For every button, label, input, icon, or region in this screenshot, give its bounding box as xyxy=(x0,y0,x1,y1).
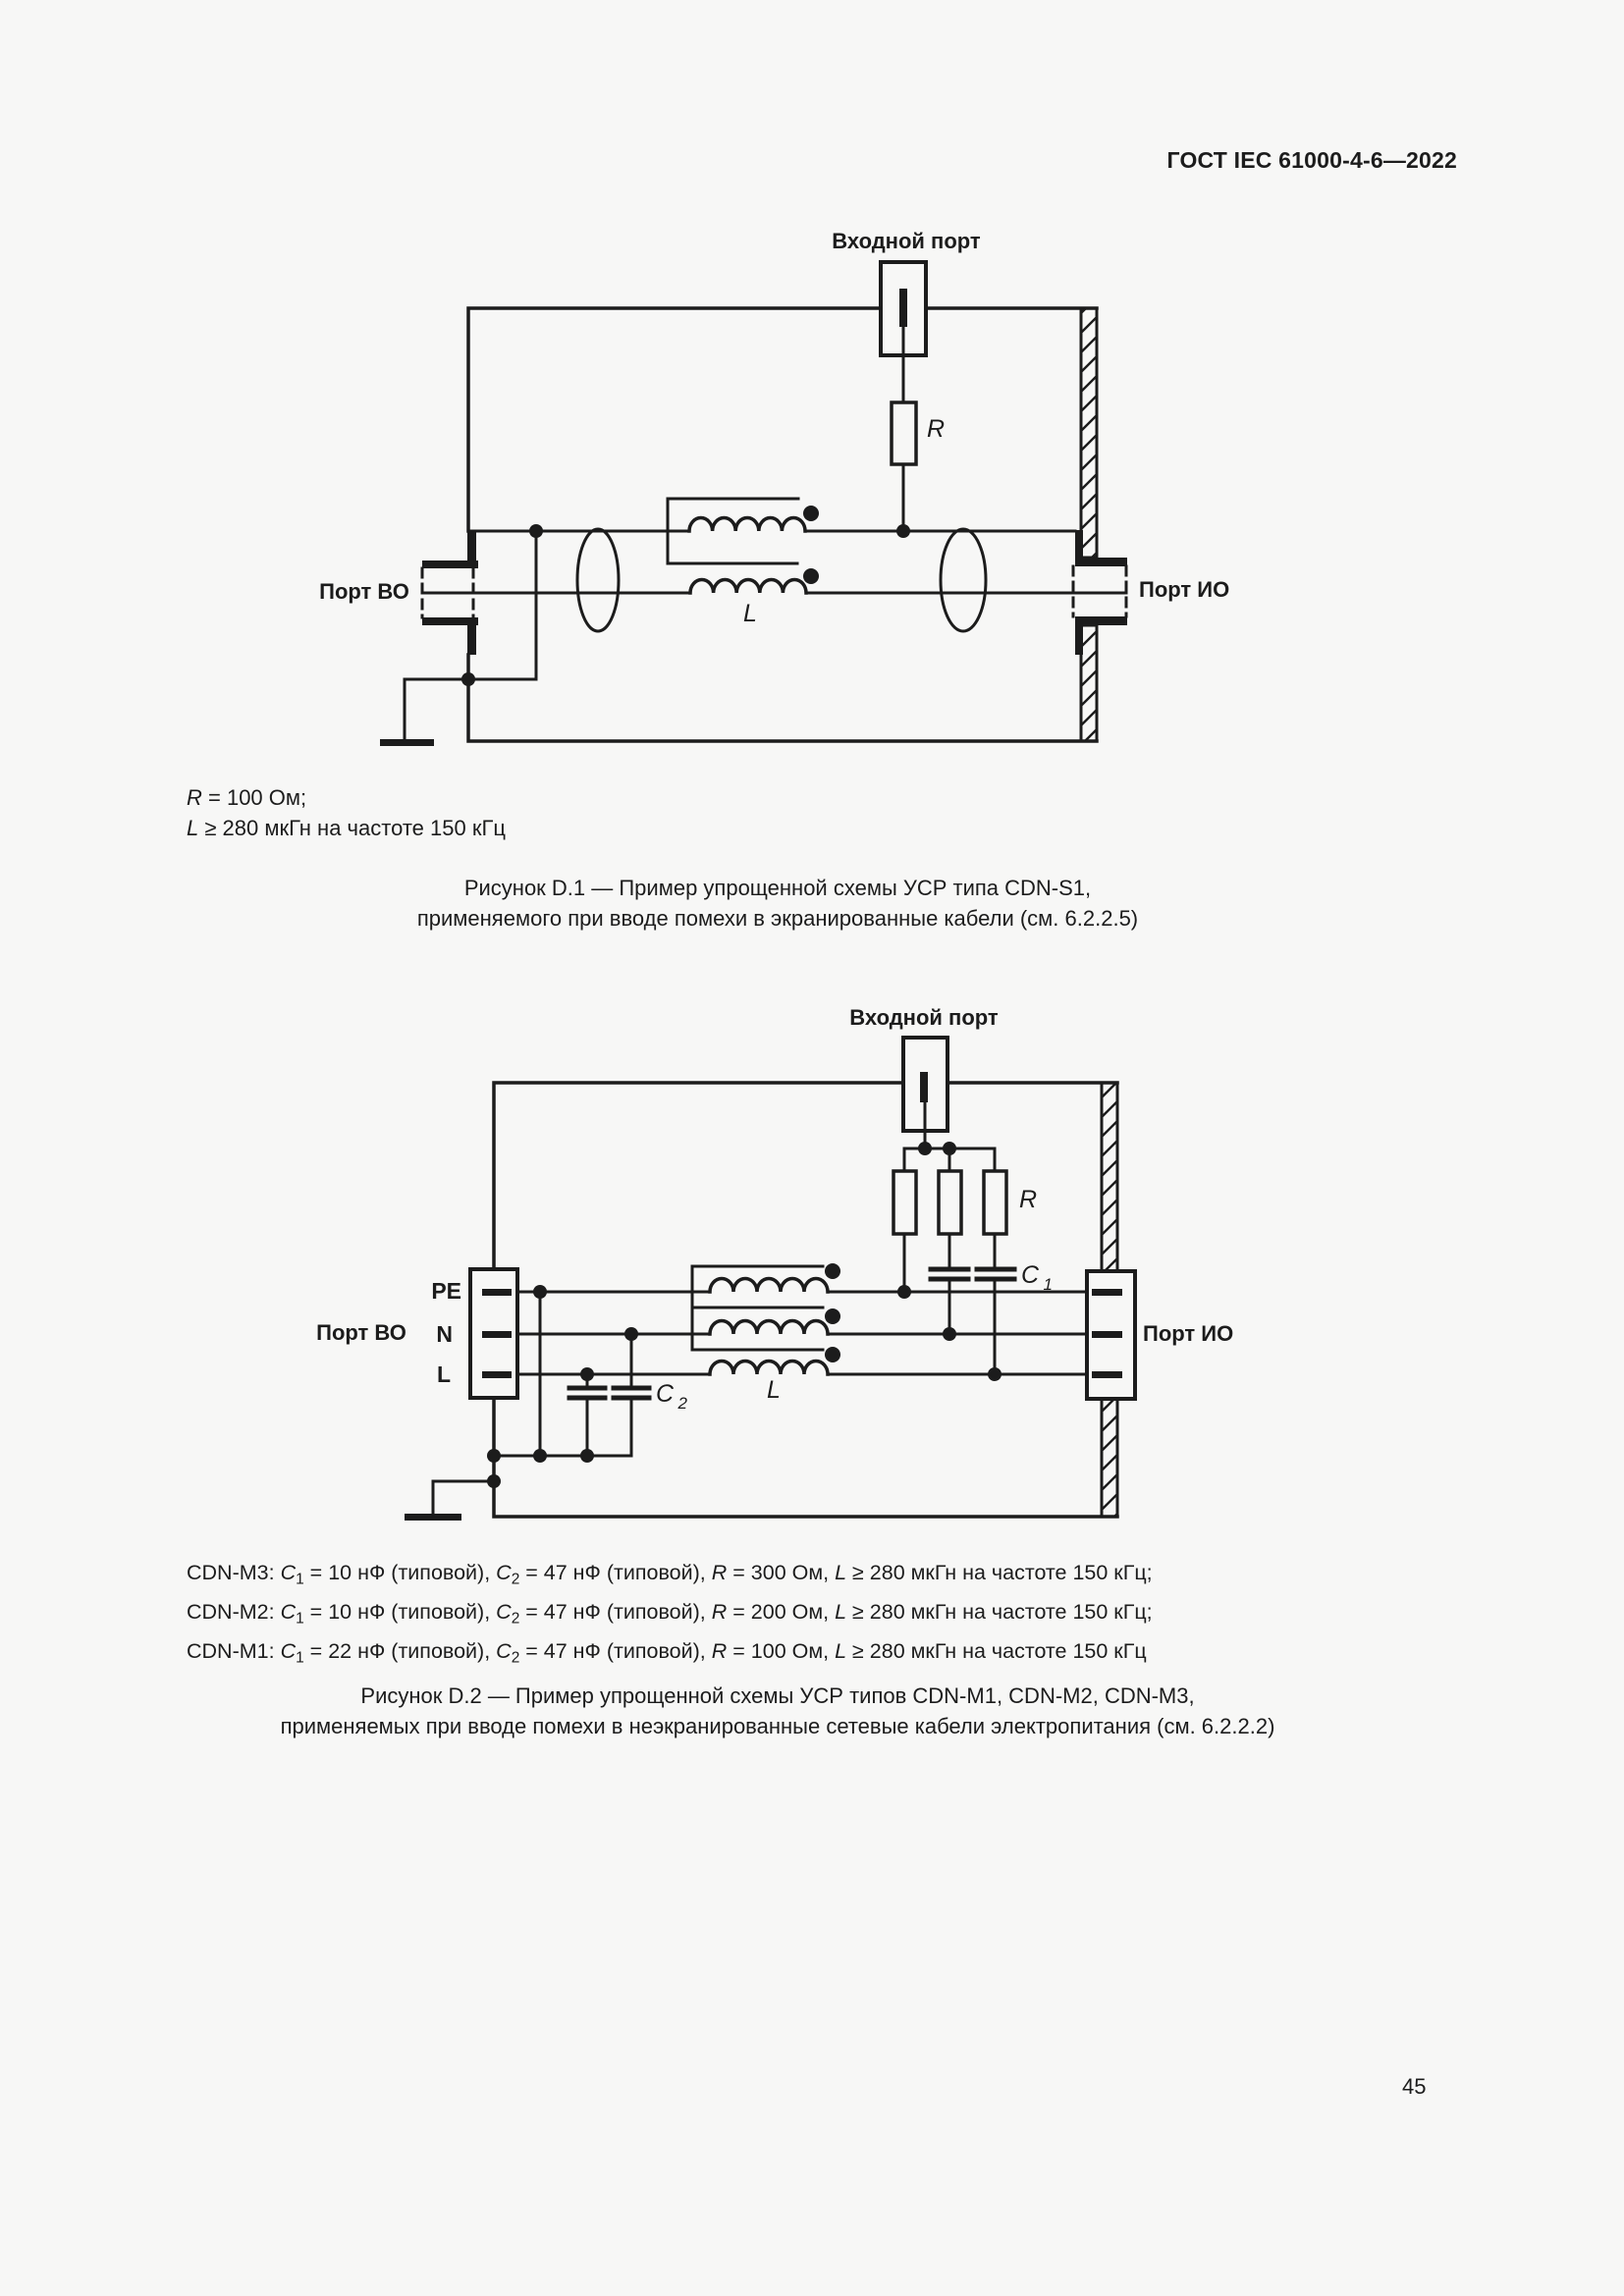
port-vo-terminal-block xyxy=(468,1267,519,1400)
line-wires xyxy=(510,1290,1094,1376)
choke-coils xyxy=(708,1276,830,1376)
pe-line-label: PE xyxy=(431,1278,461,1304)
choke-core xyxy=(666,497,800,565)
generator-bar xyxy=(920,1072,928,1102)
inductor-label: L xyxy=(767,1376,781,1404)
coupling-branches xyxy=(902,1232,997,1376)
c2-label-sub: 2 xyxy=(677,1394,688,1413)
terminal-n xyxy=(482,1331,512,1338)
port-io-label: Порт ИО xyxy=(1139,577,1229,602)
polarity-dot xyxy=(825,1308,840,1324)
polarity-dot xyxy=(825,1263,840,1279)
junction-dots xyxy=(487,1142,1001,1488)
terminal-l xyxy=(1092,1371,1122,1378)
d2-caption-line2: применяемых при вводе помехи в неэкранир… xyxy=(280,1714,1275,1738)
figure-d2-parameters: CDN-M3: C1 = 10 нФ (типовой), C2 = 47 нФ… xyxy=(187,1557,1153,1674)
port-io-connector xyxy=(1071,530,1128,655)
resistor-r-pe xyxy=(892,1169,918,1236)
junction-dots xyxy=(461,506,910,686)
port-vo-label: Порт ВО xyxy=(319,579,409,604)
n-line-label: N xyxy=(436,1321,453,1347)
decoupling-branches xyxy=(492,1290,633,1458)
ground-branch xyxy=(431,1479,496,1516)
generator-bar xyxy=(899,289,907,327)
d2-param-line-m1: CDN-M1: C1 = 22 нФ (типовой), C2 = 47 нФ… xyxy=(187,1638,1147,1666)
choke-coil-center xyxy=(688,577,808,595)
c1-label-sub: 1 xyxy=(1044,1275,1053,1294)
polarity-dot xyxy=(803,506,819,521)
polarity-dot xyxy=(803,568,819,584)
d1-caption-line1: Рисунок D.1 — Пример упрощенной схемы УС… xyxy=(463,876,1092,900)
shield-wall-lower xyxy=(1079,623,1099,743)
c1-label-base: C xyxy=(1021,1261,1040,1289)
input-port-label: Входной порт xyxy=(849,1005,999,1030)
page-header: ГОСТ IEC 61000-4-6—2022 xyxy=(1166,147,1457,173)
polarity-dot xyxy=(825,1347,840,1362)
d2-param-line-m2: CDN-M2: C1 = 10 нФ (типовой), C2 = 47 нФ… xyxy=(187,1599,1153,1628)
inductor-label: L xyxy=(743,600,757,627)
coax-ellipse-left xyxy=(575,527,621,633)
d1-param-line-r: R = 100 Ом; xyxy=(187,785,307,810)
capacitor-c1-pair xyxy=(928,1266,1017,1282)
choke-core xyxy=(690,1264,825,1352)
shield-wall-upper xyxy=(1100,1081,1119,1273)
port-io-label: Порт ИО xyxy=(1143,1321,1233,1346)
terminal-n xyxy=(1092,1331,1122,1338)
figure-d1: Входной порт Порт ВО Порт ИО R L xyxy=(319,229,1229,746)
ground-icon xyxy=(405,1514,461,1521)
resistor-label: R xyxy=(927,415,945,443)
input-port-label: Входной порт xyxy=(832,229,981,253)
figure-d1-parameters: R = 100 Ом; L ≥ 280 мкГн на частоте 150 … xyxy=(187,782,506,843)
shield-wall-upper xyxy=(1079,306,1099,560)
c2-label: C 2 xyxy=(656,1380,688,1413)
d1-caption-line2: применяемого при вводе помехи в экраниро… xyxy=(416,906,1139,931)
terminal-pe xyxy=(1092,1289,1122,1296)
shield-wall-lower xyxy=(1100,1397,1119,1519)
resistor-r-l xyxy=(982,1169,1008,1236)
resistor-r xyxy=(890,400,918,466)
c2-label-base: C xyxy=(656,1380,675,1408)
capacitor-c2-pair xyxy=(567,1385,652,1401)
figure-d1-caption: Рисунок D.1 — Пример упрощенной схемы УС… xyxy=(0,873,1555,934)
d1-param-line-l: L ≥ 280 мкГн на частоте 150 кГц xyxy=(187,816,506,840)
figure-d2-caption: Рисунок D.2 — Пример упрощенной схемы УС… xyxy=(0,1681,1555,1741)
choke-coil-shield xyxy=(687,515,807,533)
terminal-pe xyxy=(482,1289,512,1296)
d2-param-line-m3: CDN-M3: C1 = 10 нФ (типовой), C2 = 47 нФ… xyxy=(187,1561,1153,1588)
figure-d2: Входной порт Порт ВО Порт ИО PE N L R L … xyxy=(316,1005,1233,1521)
port-vo-label: Порт ВО xyxy=(316,1320,406,1345)
resistor-r-n xyxy=(937,1169,963,1236)
l-line-label: L xyxy=(437,1362,451,1387)
c1-label: C 1 xyxy=(1021,1261,1053,1294)
port-io-terminal-block xyxy=(1085,1269,1137,1401)
d2-caption-line1: Рисунок D.2 — Пример упрощенной схемы УС… xyxy=(360,1683,1195,1708)
resistor-label: R xyxy=(1019,1186,1037,1213)
terminal-l xyxy=(482,1371,512,1378)
enclosure-box xyxy=(492,1081,1119,1519)
coax-ellipse-right xyxy=(939,527,988,633)
port-vo-connector xyxy=(420,531,478,655)
page-number: 45 xyxy=(1402,2074,1427,2099)
ground-icon xyxy=(380,739,434,746)
